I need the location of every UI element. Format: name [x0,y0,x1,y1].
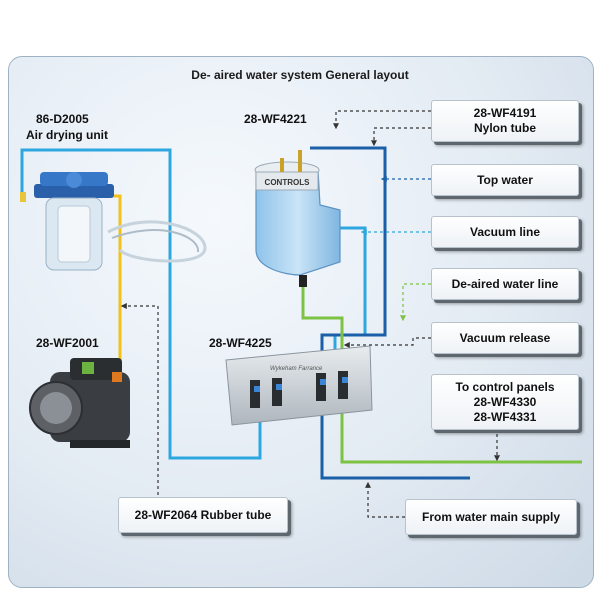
water-main-label: From water main supply [421,509,561,524]
tank-brand-text: CONTROLS [265,178,311,187]
vacuum-release-box: Vacuum release [431,322,579,354]
vacuum-release-label: Vacuum release [459,330,551,345]
control-panel-2-code: 28-WF4331 [473,409,537,424]
nylon-tube-box: 28-WF4191 Nylon tube [431,100,579,142]
rubber-tube-label: 28-WF2064 Rubber tube [134,507,272,522]
air-drying-code-label: 86-D2005 [36,112,89,126]
manifold-brand-text: Wykeham Farrance [270,366,323,372]
manifold-panel-icon: Wykeham Farrance [225,345,373,426]
top-water-box: Top water [431,164,579,196]
manifold-code-label: 28-WF4225 [209,336,272,350]
tank-code-label: 28-WF4221 [244,112,307,126]
nylon-tube-pipe [310,146,470,480]
rubber-tube-pipe [112,194,122,370]
rubber-tube-box: 28-WF2064 Rubber tube [118,497,288,533]
vacuum-line-box: Vacuum line [431,216,579,248]
control-panels-label: To control panels [455,379,555,394]
deairing-tank-icon: CONTROLS [254,150,341,287]
control-panel-1-code: 28-WF4330 [473,394,537,409]
nylon-tube-name: Nylon tube [474,121,536,135]
air-drying-name-label: Air drying unit [26,128,108,142]
nylon-tube-code: 28-WF4191 [473,106,537,120]
control-panels-box: To control panels 28-WF4330 28-WF4331 [431,374,579,430]
deaired-water-pipe [301,275,582,464]
vacuum-line-label: Vacuum line [469,224,541,239]
deaired-line-box: De-aired water line [431,268,579,300]
top-water-label: Top water [477,172,533,187]
diagram-title: De- aired water system General layout [191,68,409,82]
vacuum-pump-icon [29,358,130,448]
deaired-line-label: De-aired water line [451,276,559,291]
water-main-box: From water main supply [405,499,577,535]
pump-code-label: 28-WF2001 [36,336,99,350]
air-drying-unit-icon [20,172,207,271]
